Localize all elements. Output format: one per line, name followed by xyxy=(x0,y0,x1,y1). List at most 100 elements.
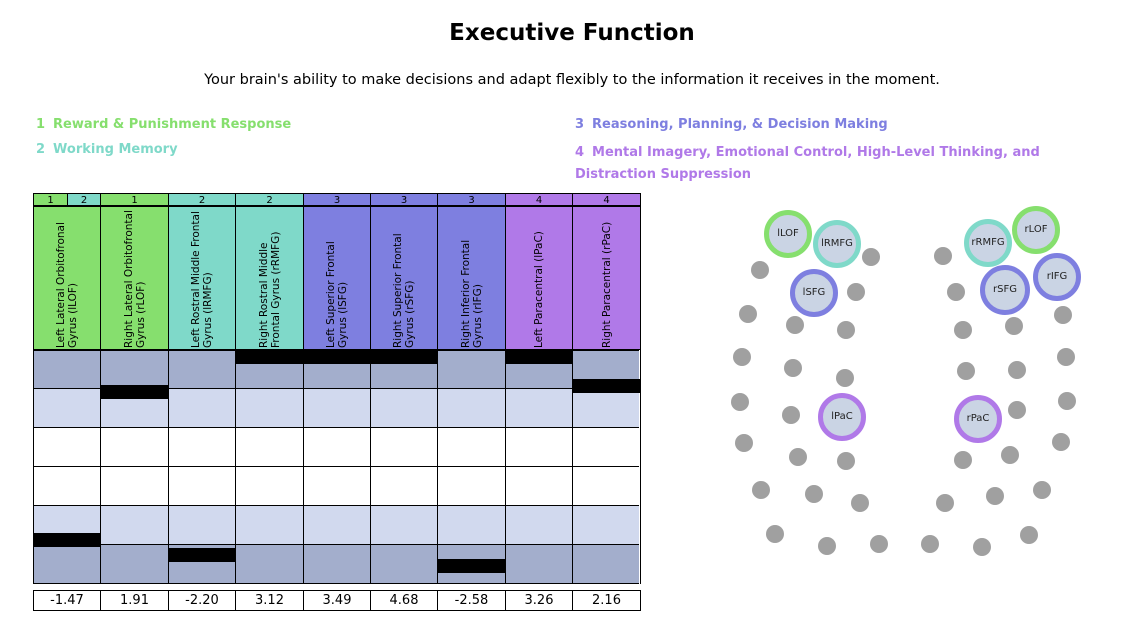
table-divider xyxy=(303,350,304,584)
column-label: Right Inferior Frontal Gyrus (rIFG) xyxy=(459,239,484,348)
electrode-dot xyxy=(751,261,769,279)
score-value: -2.58 xyxy=(437,590,506,611)
column-header: Right Lateral Orbitofrontal Gyrus (rLOF) xyxy=(100,206,169,350)
score-value: 1.91 xyxy=(100,590,169,611)
table-divider xyxy=(235,350,236,584)
electrode-dot xyxy=(954,451,972,469)
level-marker xyxy=(370,350,438,364)
electrode-dot xyxy=(818,537,836,555)
category-number: 2 xyxy=(36,142,46,157)
region-node-rLOF: rLOF xyxy=(1012,206,1060,254)
column-label: Left Rostral Middle Frontal Gyrus (lRMFG… xyxy=(190,211,214,348)
column-label: Right Lateral Orbitofrontal Gyrus (rLOF) xyxy=(122,210,147,348)
electrode-dot xyxy=(1033,481,1051,499)
level-marker xyxy=(235,350,304,364)
level-marker xyxy=(505,350,573,364)
region-node-lSFG: lSFG xyxy=(790,269,838,317)
score-value: 4.68 xyxy=(370,590,438,611)
electrode-dot xyxy=(862,248,880,266)
region-node-rPaC: rPaC xyxy=(954,395,1002,443)
region-node-rSFG: rSFG xyxy=(980,265,1030,315)
electrode-dot xyxy=(1054,306,1072,324)
column-header: Left Lateral Orbitofronal Gyrus (lLOF) xyxy=(33,206,101,350)
column-header: Right Rostral Middle Frontal Gyrus (rRMF… xyxy=(235,206,304,350)
column-header: Left Paracentral (lPaC) xyxy=(505,206,573,350)
category-tag: 3 xyxy=(303,193,371,206)
category-number: 1 xyxy=(36,117,46,132)
electrode-dot xyxy=(921,535,939,553)
electrode-dot xyxy=(784,359,802,377)
table-divider xyxy=(168,350,169,584)
table-divider xyxy=(640,350,641,584)
table-row xyxy=(33,467,639,506)
column-header: Left Superior Frontal Gyrus (lSFG) xyxy=(303,206,371,350)
category-tag: 4 xyxy=(572,193,641,206)
electrode-dot xyxy=(731,393,749,411)
level-marker xyxy=(168,548,236,562)
category-label: Reward & Punishment Response xyxy=(53,117,292,132)
column-label: Right Rostral Middle Frontal Gyrus (rRMF… xyxy=(257,231,282,348)
score-value: -2.20 xyxy=(168,590,236,611)
electrode-dot xyxy=(954,321,972,339)
table-divider xyxy=(505,350,506,584)
electrode-dot xyxy=(986,487,1004,505)
category-1: 1 Reward & Punishment Response xyxy=(36,114,291,136)
region-node-lRMFG: lRMFG xyxy=(813,220,861,268)
column-header: Right Inferior Frontal Gyrus (rIFG) xyxy=(437,206,506,350)
electrode-dot xyxy=(782,406,800,424)
table-row xyxy=(33,428,639,467)
electrode-dot xyxy=(957,362,975,380)
electrode-dot xyxy=(1020,526,1038,544)
electrode-dot xyxy=(752,481,770,499)
category-tag: 3 xyxy=(437,193,506,206)
electrode-dot xyxy=(1005,317,1023,335)
score-value: 3.26 xyxy=(505,590,573,611)
table-divider xyxy=(370,350,371,584)
score-value: 2.16 xyxy=(572,590,641,611)
electrode-dot xyxy=(934,247,952,265)
category-3: 3 Reasoning, Planning, & Decision Making xyxy=(575,114,888,136)
electrode-dot xyxy=(973,538,991,556)
score-value: 3.12 xyxy=(235,590,304,611)
category-number: 3 xyxy=(575,117,585,132)
electrode-dot xyxy=(837,452,855,470)
category-tag: 1 xyxy=(33,193,68,206)
column-header: Right Paracentral (rPaC) xyxy=(572,206,641,350)
region-node-lPaC: lPaC xyxy=(818,393,866,441)
electrode-dot xyxy=(1008,361,1026,379)
electrode-dot xyxy=(1052,433,1070,451)
table-row xyxy=(33,545,639,584)
table-divider xyxy=(100,350,101,584)
column-label: Right Paracentral (rPaC) xyxy=(600,221,613,348)
category-tag: 2 xyxy=(67,193,101,206)
electrode-dot xyxy=(805,485,823,503)
level-marker xyxy=(303,350,371,364)
electrode-dot xyxy=(766,525,784,543)
table-divider xyxy=(572,350,573,584)
electrode-dot xyxy=(936,494,954,512)
category-label: Reasoning, Planning, & Decision Making xyxy=(592,117,888,132)
category-number: 4 xyxy=(575,145,585,160)
score-value: -1.47 xyxy=(33,590,101,611)
column-label: Left Lateral Orbitofronal Gyrus (lLOF) xyxy=(55,222,79,348)
electrode-dot xyxy=(836,369,854,387)
electrode-dot xyxy=(847,283,865,301)
electrode-dot xyxy=(789,448,807,466)
electrode-dot xyxy=(1001,446,1019,464)
column-label: Left Superior Frontal Gyrus (lSFG) xyxy=(325,241,349,348)
electrode-dot xyxy=(786,316,804,334)
table-divider xyxy=(33,350,34,584)
page-subtitle: Your brain's ability to make decisions a… xyxy=(204,72,940,88)
electrode-dot xyxy=(1057,348,1075,366)
column-header: Right Superior Frontal Gyrus (rSFG) xyxy=(370,206,438,350)
category-tag: 2 xyxy=(168,193,236,206)
electrode-dot xyxy=(851,494,869,512)
table-row xyxy=(33,506,639,545)
level-marker xyxy=(572,379,641,393)
category-tag: 4 xyxy=(505,193,573,206)
category-tag: 3 xyxy=(370,193,438,206)
table-divider xyxy=(437,350,438,584)
electrode-dot xyxy=(739,305,757,323)
